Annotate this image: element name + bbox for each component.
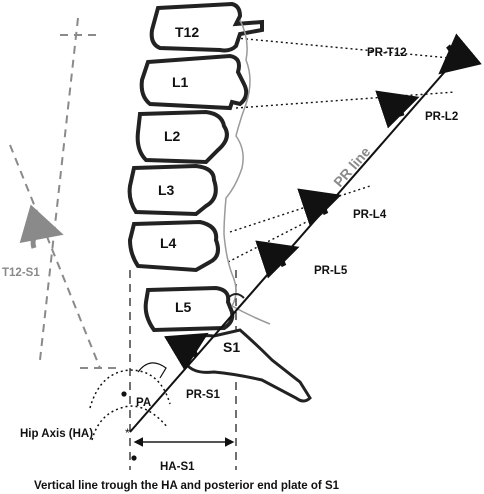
- pr-t12-arrow-icon: [438, 33, 482, 75]
- femoral-head-arcs: [89, 369, 171, 441]
- ha-s1-label: HA-S1: [160, 461, 195, 473]
- hip-axis-label: Hip Axis (HA): [20, 428, 93, 440]
- pr-line-label: PR line: [330, 143, 373, 189]
- caption: Vertical line trough the HA and posterio…: [34, 480, 340, 492]
- pa-label: PA: [136, 397, 151, 409]
- projection-lines: [227, 37, 456, 263]
- t12-s1-curved-arrow-icon: [19, 204, 64, 249]
- pr-s1-label: PR-S1: [186, 389, 220, 401]
- vertebra-label-t12: T12: [175, 24, 199, 40]
- vertebra-l4: L4: [127, 219, 220, 273]
- pr-t12-label: PR-T12: [367, 47, 407, 59]
- vertebra-l1: L1: [139, 53, 249, 111]
- posterior-elements-outline: [223, 19, 271, 325]
- vertebra-t12: T12: [149, 1, 264, 53]
- vertebra-l5: L5: [143, 285, 235, 333]
- ha-lower-dot: [131, 455, 137, 461]
- vertebra-label-l5: L5: [175, 299, 192, 315]
- t12-s1-lines: [9, 17, 118, 369]
- pr-l5-label: PR-L5: [314, 265, 348, 277]
- vertebra-label-l3: L3: [158, 182, 175, 198]
- pa-dot: [121, 391, 127, 397]
- pr-l4-arrow-icon: [297, 188, 342, 227]
- vertebra-l3: L3: [127, 163, 218, 217]
- s1-small-circle: [227, 293, 245, 299]
- pr-l2-label: PR-L2: [425, 111, 458, 123]
- vertebra-label-l4: L4: [160, 235, 177, 251]
- pr-s1-arrow-icon: [163, 332, 209, 371]
- pr-l4-label: PR-L4: [353, 209, 387, 221]
- t12-s1-label: T12-S1: [2, 267, 40, 279]
- vertebra-label-l2: L2: [164, 128, 181, 144]
- pr-l5-arrow-icon: [255, 240, 300, 279]
- vertebra-label-s1: S1: [223, 339, 240, 355]
- pr-l2-arrow-icon: [375, 90, 420, 129]
- vertebra-l2: L2: [135, 109, 229, 165]
- vertebra-label-l1: L1: [172, 74, 189, 90]
- pr-rotation-arrows: [163, 33, 482, 371]
- hip-axis-marker-icon: *: [125, 426, 130, 440]
- pa-curved-arrow-icon: [137, 362, 167, 379]
